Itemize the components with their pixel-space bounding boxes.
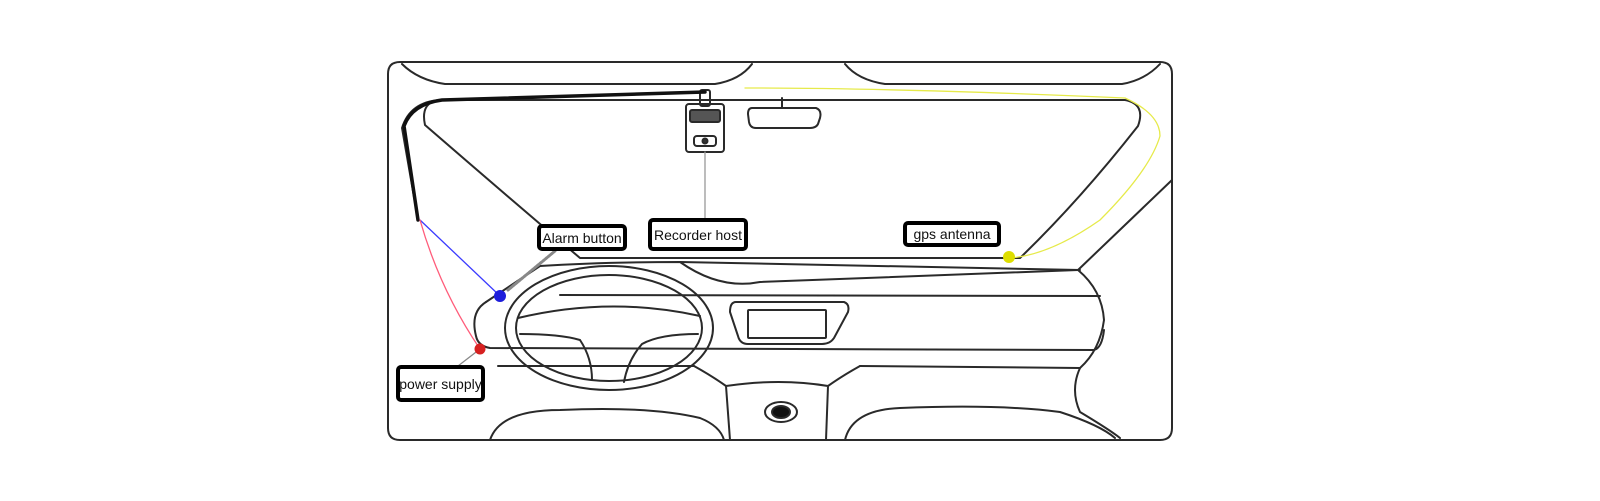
right-sun-visor	[844, 63, 1161, 85]
power-supply-text: power supply	[399, 375, 482, 392]
windshield	[423, 99, 1142, 259]
steering-wheel-outer	[504, 265, 714, 391]
headliner-cable	[402, 90, 707, 222]
console-knob-inner	[771, 405, 791, 419]
alarm-button-label: Alarm button	[537, 224, 627, 251]
center-console	[693, 365, 861, 441]
power-supply-dot	[474, 343, 486, 355]
left-sun-visor	[401, 63, 753, 85]
power-supply-wire	[419, 219, 481, 350]
steering-wheel-inner	[515, 274, 703, 382]
dashcam-lens-frame	[693, 135, 717, 147]
dashcam-vent	[689, 109, 721, 123]
dashcam-mount	[699, 89, 711, 107]
alarm-pointer-line	[506, 249, 557, 292]
lower-dash-line	[497, 365, 1081, 369]
alarm-button-text: Alarm button	[542, 229, 622, 246]
left-seat	[489, 408, 725, 441]
center-display-screen	[747, 309, 827, 339]
steering-wheel-spoke	[517, 305, 701, 383]
recorder-host-label: Recorder host	[648, 218, 748, 251]
rear-view-mirror	[747, 107, 822, 129]
power-supply-label: power supply	[396, 365, 485, 402]
right-seat	[844, 405, 1116, 441]
gps-antenna-text: gps antenna	[913, 226, 991, 242]
alarm-button-dot	[494, 290, 506, 302]
alarm-button-wire	[419, 219, 501, 297]
outer-frame	[387, 61, 1173, 441]
gps-antenna-label: gps antenna	[903, 221, 1001, 247]
console-knob-outer	[764, 401, 798, 423]
dashcam-lens	[701, 137, 709, 145]
center-display-housing	[729, 301, 850, 345]
right-a-pillar	[1074, 179, 1173, 439]
recorder-host-text: Recorder host	[654, 226, 742, 243]
gps-antenna-dot	[1003, 251, 1015, 263]
dashboard-line	[559, 261, 1101, 297]
gps-antenna-wire	[744, 87, 1161, 259]
